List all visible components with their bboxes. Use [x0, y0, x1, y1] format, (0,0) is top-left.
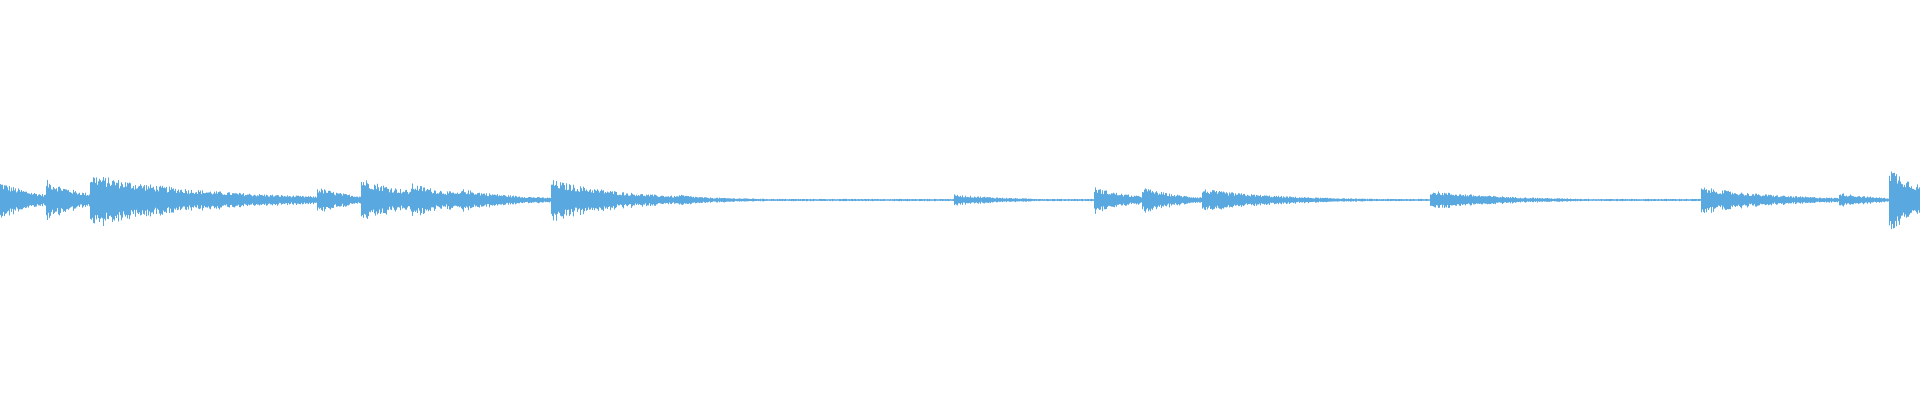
waveform-path: [0, 171, 1920, 230]
waveform-samples: [0, 171, 1920, 230]
